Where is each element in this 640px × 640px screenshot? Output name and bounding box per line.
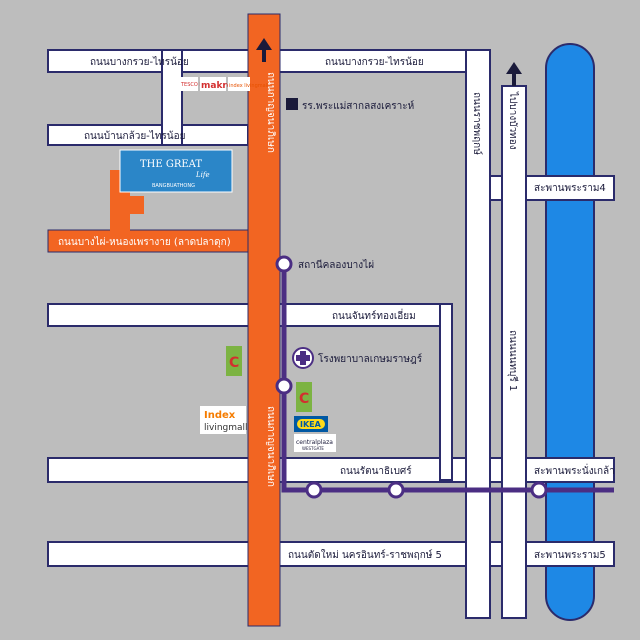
index-large-logo: Index livingmall [200,406,248,434]
chao-phraya-river [545,43,595,621]
station-marker-5 [530,481,548,499]
central-logo: centralplaza WESTGATE [294,434,336,452]
purple-line [281,264,614,493]
top-road-label: ถนนบางกรวย-ไทรน้อย [90,56,189,68]
station-marker-1 [275,255,293,273]
orange-spur-2 [110,196,144,214]
station-marker-2 [275,377,293,395]
link-vertical-road [439,303,453,481]
school-label: รร.พระแม่สากลสงเคราะห์ [302,100,414,112]
nonthaburi1-label: ถนนนนทบุรี 1 [507,330,519,391]
hospital-icon [292,347,314,369]
left-vertical-road [161,49,183,146]
bigc-logo-1: C [226,346,242,376]
the-great-logo: THE GREAT Life BANGBUATHONG [119,149,233,193]
up-arrow-icon [506,62,522,86]
new-road-label: ถนนตัดใหม่ นครอินทร์-ราชพฤกษ์ 5 [288,549,442,561]
top-road-right-label: ถนนบางกรวย-ไทรน้อย [325,56,424,68]
svg-text:Life: Life [195,171,210,179]
main-vertical-label-2: ถนนกาญจนาภิเษก [265,406,276,487]
svg-text:TESCO Lotus: TESCO Lotus [180,82,213,88]
makro-logo: makro [200,77,233,91]
kanchanaphisek-road [247,13,281,627]
svg-text:WESTGATE: WESTGATE [302,446,324,451]
to-bangbuathong-label: ไปบางบัวทอง [507,91,519,150]
nonthaburi1-road [501,85,527,619]
north-arrow-icon [256,38,272,62]
index-small-logo: index livingmall [228,77,268,91]
svg-text:C: C [299,391,309,407]
svg-text:Index: Index [204,410,236,421]
bigc-logo-2: C [296,382,312,412]
bridge-rama4-label: สะพานพระราม4 [534,183,606,194]
svg-text:makro: makro [201,81,233,91]
station-marker-4 [387,481,405,499]
bridge-rama5-label: สะพานพระราม5 [534,550,606,561]
svg-text:centralplaza: centralplaza [296,439,333,446]
station-marker-3 [305,481,323,499]
school-icon [286,98,298,110]
ratchaphruek-road [465,49,491,619]
svg-text:C: C [229,355,239,371]
rattanathibet-road [47,457,615,483]
orange-road-label: ถนนบางไผ่-หนองเพรางาย (ลาดปลาดุก) [58,236,231,248]
svg-text:livingmall: livingmall [204,423,248,433]
station-label: สถานีคลองบางไผ่ [298,259,374,271]
second-road-label: ถนนบ้านกล้วย-ไทรน้อย [84,130,185,142]
ratchaphruek-label: ถนนราชพฤกษ์ [471,92,483,155]
chan-road-label: ถนนจันทร์ทองเอี่ยม [332,308,416,322]
hospital-label: โรงพยาบาลเกษมราษฎร์ [318,352,423,365]
ikea-logo: IKEA [294,416,328,432]
tesco-logo: TESCO Lotus [180,77,213,91]
svg-text:index livingmall: index livingmall [229,83,268,89]
svg-text:IKEA: IKEA [300,420,322,429]
bridge-nangklao-label: สะพานพระนั่งเกล้า [534,463,615,477]
main-vertical-label: ถนนกาญจนาภิเษก [265,72,276,153]
svg-text:THE GREAT: THE GREAT [140,159,202,170]
rattanathibet-label: ถนนรัตนาธิเบศร์ [340,465,412,477]
svg-text:BANGBUATHONG: BANGBUATHONG [152,183,195,189]
